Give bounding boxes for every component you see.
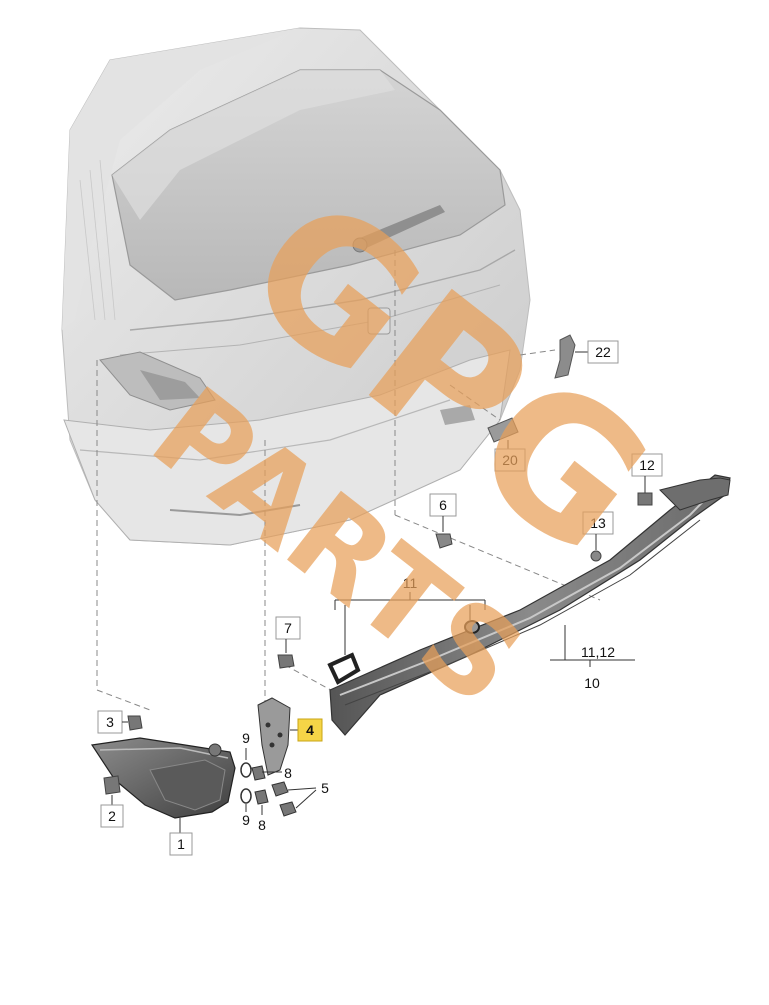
part-13-grommet [590, 550, 602, 562]
part-5-bolt-b [279, 801, 297, 817]
callout-11-bracket [334, 592, 486, 655]
callout-12[interactable]: 12 [639, 457, 655, 473]
callout-13[interactable]: 13 [590, 515, 606, 531]
part-1-tail-lamp [90, 737, 236, 819]
callout-12-box[interactable] [631, 453, 663, 477]
car-rear-illustration [61, 27, 531, 546]
callout-6[interactable]: 6 [439, 497, 447, 513]
part-8-nut-lower [254, 789, 269, 805]
callout-22-box[interactable] [587, 340, 619, 364]
callout-11[interactable]: 11 [403, 575, 418, 591]
part-10-light-strip [329, 474, 731, 736]
callout-7-box[interactable] [275, 616, 301, 640]
part-6-screw [435, 533, 453, 549]
part-9-washer-lower [240, 788, 252, 804]
callout-4[interactable]: 4 [306, 722, 314, 738]
callout-3[interactable]: 3 [106, 714, 114, 730]
callout-4-box[interactable] [297, 718, 323, 742]
callout-8-lower[interactable]: 8 [258, 817, 266, 833]
callout-7[interactable]: 7 [284, 620, 292, 636]
part-8-nut-upper [251, 765, 266, 781]
callout-22[interactable]: 22 [595, 344, 611, 360]
part-7-nut [277, 654, 295, 669]
rear-wiper [355, 205, 445, 250]
callout-2-box[interactable] [100, 804, 124, 828]
part-9-washer-upper [240, 762, 252, 778]
callout-1[interactable]: 1 [177, 836, 185, 852]
callout-1-box[interactable] [169, 832, 193, 856]
part-4-bracket [257, 697, 291, 776]
callout-11-12[interactable]: 11,12 [581, 644, 615, 660]
callout-20-box[interactable] [494, 448, 526, 472]
callout-5[interactable]: 5 [321, 780, 329, 796]
part-20-light [487, 417, 519, 443]
part-22-clip [554, 334, 576, 379]
callout-20[interactable]: 20 [502, 452, 518, 468]
callout-9-upper[interactable]: 9 [242, 730, 250, 746]
part-2-clip [103, 775, 121, 795]
part-5-bolt-a [271, 781, 289, 797]
part-3-nut [127, 715, 143, 731]
callout-8-upper[interactable]: 8 [284, 765, 292, 781]
part-12-nut [637, 492, 653, 506]
callout-10[interactable]: 10 [584, 675, 600, 691]
part-11-grommet [464, 620, 480, 634]
callout-13-box[interactable] [582, 511, 614, 535]
callout-9-lower[interactable]: 9 [242, 812, 250, 828]
part-11-gasket [327, 652, 361, 685]
callout-2[interactable]: 2 [108, 808, 116, 824]
